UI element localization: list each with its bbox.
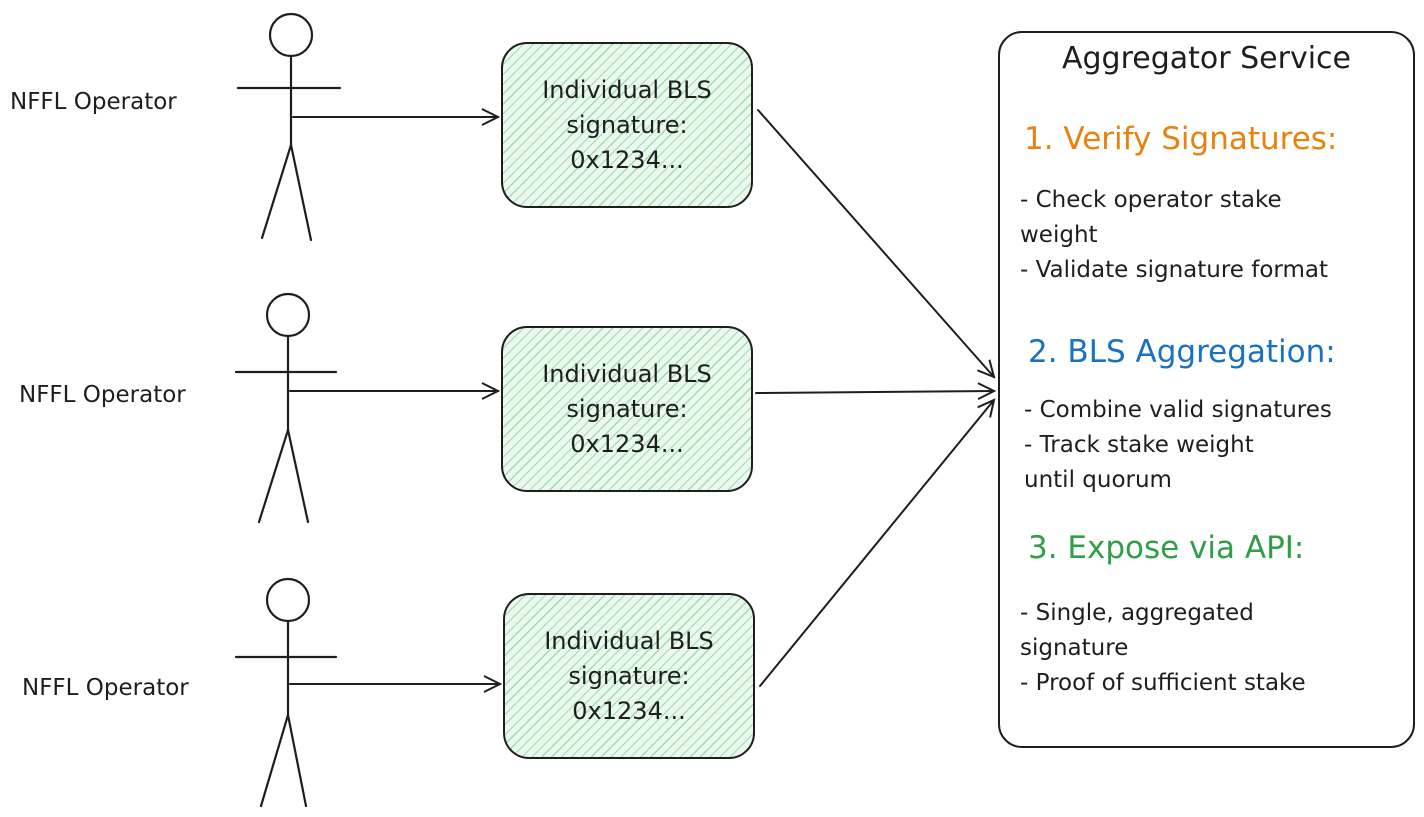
operator-figure-3 — [234, 577, 338, 808]
aggregator-title: Aggregator Service — [1061, 41, 1352, 76]
arrow-box-2 — [755, 391, 994, 393]
arrow-box-3 — [759, 400, 994, 687]
signature-box-line: signature: — [566, 394, 688, 423]
operator-label-2: NFFL Operator — [19, 382, 186, 408]
operator-label-1: NFFL Operator — [10, 89, 177, 115]
section-aggregation-line: - Combine valid signatures — [1024, 397, 1332, 423]
signature-box-1: Individual BLS signature: 0x1234... — [501, 42, 753, 208]
operator-figure-1 — [236, 12, 342, 242]
arrow-box-1 — [757, 109, 994, 377]
section-api-line: - Proof of sufficient stake — [1020, 670, 1306, 696]
signature-box-value: 0x1234... — [572, 696, 686, 725]
section-verify-line: weight — [1020, 222, 1098, 248]
signature-box-line: signature: — [566, 110, 688, 139]
signature-box-3: Individual BLS signature: 0x1234... — [503, 593, 755, 759]
section-aggregation-line: - Track stake weight — [1024, 432, 1254, 458]
aggregator-arrows — [755, 109, 994, 687]
section-verify-line: - Validate signature format — [1020, 257, 1328, 283]
section-api-line: - Single, aggregated — [1020, 600, 1254, 626]
signature-box-value: 0x1234... — [570, 145, 684, 174]
signature-box-line: Individual BLS — [542, 359, 712, 388]
operator-figure-2 — [234, 292, 338, 524]
signature-box-line: Individual BLS — [544, 626, 714, 655]
section-verify-line: - Check operator stake — [1020, 187, 1282, 213]
section-verify-heading: 1. Verify Signatures: — [1024, 121, 1338, 157]
signature-box-line: Individual BLS — [542, 75, 712, 104]
aggregator-service-box: Aggregator Service 1. Verify Signatures:… — [998, 31, 1415, 748]
section-aggregation-line: until quorum — [1024, 467, 1172, 493]
operator-arrows — [289, 117, 500, 684]
section-api-line: signature — [1020, 635, 1129, 661]
signature-box-line: signature: — [568, 661, 690, 690]
operator-label-3: NFFL Operator — [22, 675, 189, 701]
signature-box-2: Individual BLS signature: 0x1234... — [501, 326, 753, 492]
section-api-heading: 3. Expose via API: — [1028, 530, 1305, 566]
section-aggregation-heading: 2. BLS Aggregation: — [1028, 334, 1336, 370]
signature-box-value: 0x1234... — [570, 429, 684, 458]
